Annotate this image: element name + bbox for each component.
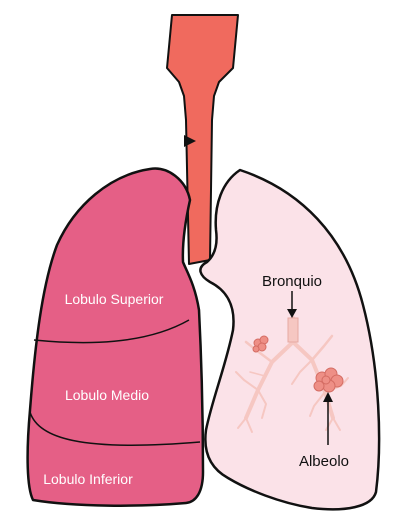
- alveoli-cluster-large: [313, 367, 344, 393]
- alveoli-cluster-small: [252, 335, 269, 353]
- trachea-flow-arrow: [184, 135, 196, 147]
- fissure-lower: [29, 411, 201, 446]
- right-lung: [26, 167, 205, 507]
- alveolus-pointer: [323, 392, 333, 445]
- bronchus-pointer: [287, 291, 297, 318]
- label-alveolus: Albeolo: [299, 453, 349, 470]
- label-lower-lobe: Lobulo Inferior: [43, 471, 133, 487]
- label-upper-lobe: Lobulo Superior: [65, 291, 164, 307]
- label-bronchus: Bronquio: [262, 273, 322, 290]
- bronchus-stem: [287, 317, 299, 343]
- fissure-upper: [33, 319, 190, 344]
- label-middle-lobe: Lobulo Medio: [65, 387, 149, 403]
